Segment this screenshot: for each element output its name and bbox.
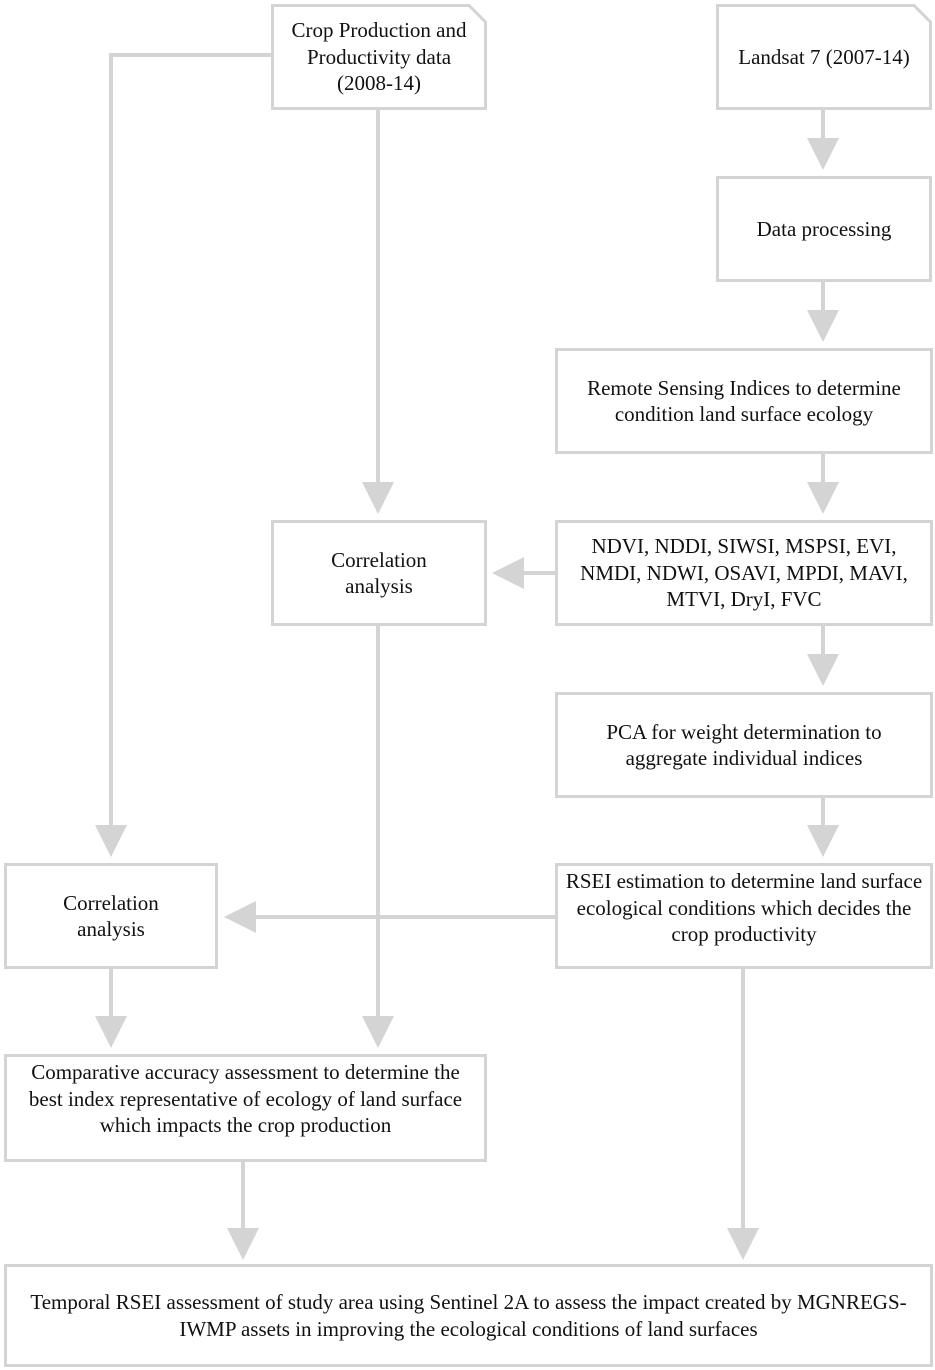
rsei-estimation-node: RSEI estimation to determine land surfac… xyxy=(555,863,933,969)
correlation-top-label: Correlation analysis xyxy=(331,547,427,599)
indices-list-node: NDVI, NDDI, SIWSI, MSPSI, EVI, NMDI, NDW… xyxy=(555,520,933,626)
crop-data-label: Crop Production and Productivity data (2… xyxy=(291,18,467,96)
data-processing-label: Data processing xyxy=(756,216,892,241)
crop-data-node: Crop Production and Productivity data (2… xyxy=(271,4,487,110)
landsat-label: Landsat 7 (2007-14) xyxy=(738,44,910,69)
landsat-node: Landsat 7 (2007-14) xyxy=(716,4,932,110)
rs-indices-node: Remote Sensing Indices to determine cond… xyxy=(555,348,933,454)
correlation-top-node: Correlation analysis xyxy=(271,520,487,626)
comparative-assessment-label: Comparative accuracy assessment to deter… xyxy=(28,1060,463,1137)
data-processing-node: Data processing xyxy=(716,176,932,282)
comparative-assessment-node: Comparative accuracy assessment to deter… xyxy=(4,1054,487,1162)
correlation-left-label: Correlation analysis xyxy=(63,890,159,942)
document-shape xyxy=(716,4,932,110)
correlation-left-node: Correlation analysis xyxy=(4,863,218,969)
rsei-estimation-label: RSEI estimation to determine land surfac… xyxy=(565,869,923,946)
pca-label: PCA for weight determination to aggregat… xyxy=(606,719,882,771)
temporal-rsei-label: Temporal RSEI assessment of study area u… xyxy=(30,1290,907,1341)
indices-list-label: NDVI, NDDI, SIWSI, MSPSI, EVI, NMDI, NDW… xyxy=(580,534,908,612)
arrow-crop-to-correlation-left xyxy=(95,53,273,857)
temporal-rsei-node: Temporal RSEI assessment of study area u… xyxy=(4,1264,933,1367)
pca-node: PCA for weight determination to aggregat… xyxy=(555,692,933,798)
document-shape xyxy=(271,4,487,110)
rs-indices-label: Remote Sensing Indices to determine cond… xyxy=(587,375,901,427)
